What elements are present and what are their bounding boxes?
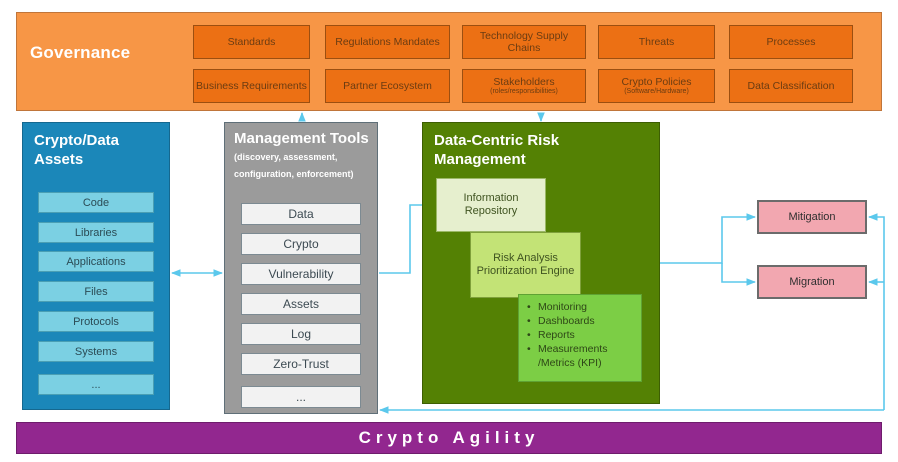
governance-cell-partner-ecosystem[interactable]: Partner Ecosystem xyxy=(325,69,450,103)
tool-item-more[interactable]: ... xyxy=(241,386,361,408)
governance-cell-standards[interactable]: Standards xyxy=(193,25,310,59)
asset-item-protocols[interactable]: Protocols xyxy=(38,311,154,332)
tool-item-label: Crypto xyxy=(283,237,319,251)
monitoring-list-item: Reports xyxy=(527,328,637,342)
governance-cell-label: Threats xyxy=(638,36,675,48)
governance-cell-label: Business Requirements xyxy=(196,80,307,92)
information-repository-box[interactable]: Information Repository xyxy=(436,178,546,232)
governance-cell-regulations-mandates[interactable]: Regulations Mandates xyxy=(325,25,450,59)
tool-item-vulnerability[interactable]: Vulnerability xyxy=(241,263,361,285)
tool-item-assets[interactable]: Assets xyxy=(241,293,361,315)
asset-item-libraries[interactable]: Libraries xyxy=(38,222,154,243)
tool-item-label: Data xyxy=(288,207,314,221)
risk-analysis-engine-label: Risk Analysis Prioritization Engine xyxy=(476,252,575,277)
connector-risk-to-migration xyxy=(721,263,756,286)
tool-item-crypto[interactable]: Crypto xyxy=(241,233,361,255)
management-tools-subtitle: (discovery, assessment, configuration, e… xyxy=(234,152,354,179)
crypto-data-assets-title: Crypto/Data Assets xyxy=(34,132,120,168)
tool-item-label: Assets xyxy=(282,297,319,311)
tool-item-label: Zero-Trust xyxy=(273,357,329,371)
asset-item-label: Libraries xyxy=(74,226,118,239)
mitigation-label: Mitigation xyxy=(788,211,836,223)
tool-item-label: Vulnerability xyxy=(268,267,334,281)
tool-item-log[interactable]: Log xyxy=(241,323,361,345)
asset-item-label: Protocols xyxy=(73,315,119,328)
governance-cell-threats[interactable]: Threats xyxy=(598,25,715,59)
monitoring-list: Monitoring Dashboards Reports Measuremen… xyxy=(525,300,637,370)
crypto-agility-banner: Crypto Agility xyxy=(16,422,882,454)
migration-box[interactable]: Migration xyxy=(757,265,867,299)
mitigation-box[interactable]: Mitigation xyxy=(757,200,867,234)
governance-cell-label: Stakeholders xyxy=(493,76,555,88)
connector-feedback-to-mitigation xyxy=(868,213,885,410)
governance-cell-label: Processes xyxy=(766,36,816,48)
governance-cell-stakeholders[interactable]: Stakeholders (roles/responsibilities) xyxy=(462,69,586,103)
asset-item-more[interactable]: ... xyxy=(38,374,154,395)
governance-cell-sublabel: (roles/responsibilities) xyxy=(490,88,558,95)
data-centric-risk-management-title: Data-Centric Risk Management xyxy=(434,132,560,168)
monitoring-list-item: Measurements xyxy=(527,342,637,356)
governance-cell-label: Technology Supply Chains xyxy=(479,30,569,54)
tool-item-label: ... xyxy=(295,390,306,404)
asset-item-files[interactable]: Files xyxy=(38,281,154,302)
monitoring-list-item: Dashboards xyxy=(527,314,637,328)
tool-item-label: Log xyxy=(290,327,312,341)
asset-item-label: Systems xyxy=(74,345,118,358)
asset-item-label: ... xyxy=(91,378,101,391)
monitoring-list-item: Monitoring xyxy=(527,300,637,314)
monitoring-list-item: /Metrics (KPI) xyxy=(538,357,602,369)
tool-item-data[interactable]: Data xyxy=(241,203,361,225)
monitoring-outputs-box[interactable]: Monitoring Dashboards Reports Measuremen… xyxy=(518,294,642,382)
governance-cell-sublabel: (Software/Hardware) xyxy=(624,88,689,95)
asset-item-applications[interactable]: Applications xyxy=(38,251,154,272)
governance-cell-label: Data Classification xyxy=(747,80,835,92)
migration-label: Migration xyxy=(789,276,835,288)
governance-cell-label: Crypto Policies xyxy=(621,76,692,88)
governance-cell-label: Standards xyxy=(227,36,276,48)
governance-cell-label: Regulations Mandates xyxy=(335,36,440,48)
asset-item-code[interactable]: Code xyxy=(38,192,154,213)
governance-cell-label: Partner Ecosystem xyxy=(343,80,432,92)
governance-cell-processes[interactable]: Processes xyxy=(729,25,853,59)
asset-item-label: Code xyxy=(82,196,110,209)
tool-item-zero-trust[interactable]: Zero-Trust xyxy=(241,353,361,375)
governance-cell-crypto-policies[interactable]: Crypto Policies (Software/Hardware) xyxy=(598,69,715,103)
governance-cell-data-classification[interactable]: Data Classification xyxy=(729,69,853,103)
management-tools-title-label: Management Tools xyxy=(234,130,369,147)
governance-cell-business-requirements[interactable]: Business Requirements xyxy=(193,69,310,103)
asset-item-label: Files xyxy=(84,285,108,298)
information-repository-label: Information Repository xyxy=(463,192,519,217)
governance-title: Governance xyxy=(30,43,131,62)
asset-item-label: Applications xyxy=(66,255,126,268)
governance-cell-technology-supply-chains[interactable]: Technology Supply Chains xyxy=(462,25,586,59)
management-tools-title: Management Tools (discovery, assessment,… xyxy=(234,130,374,181)
risk-analysis-prioritization-engine-box[interactable]: Risk Analysis Prioritization Engine xyxy=(470,232,581,298)
crypto-agility-label: Crypto Agility xyxy=(358,428,540,447)
asset-item-systems[interactable]: Systems xyxy=(38,341,154,362)
